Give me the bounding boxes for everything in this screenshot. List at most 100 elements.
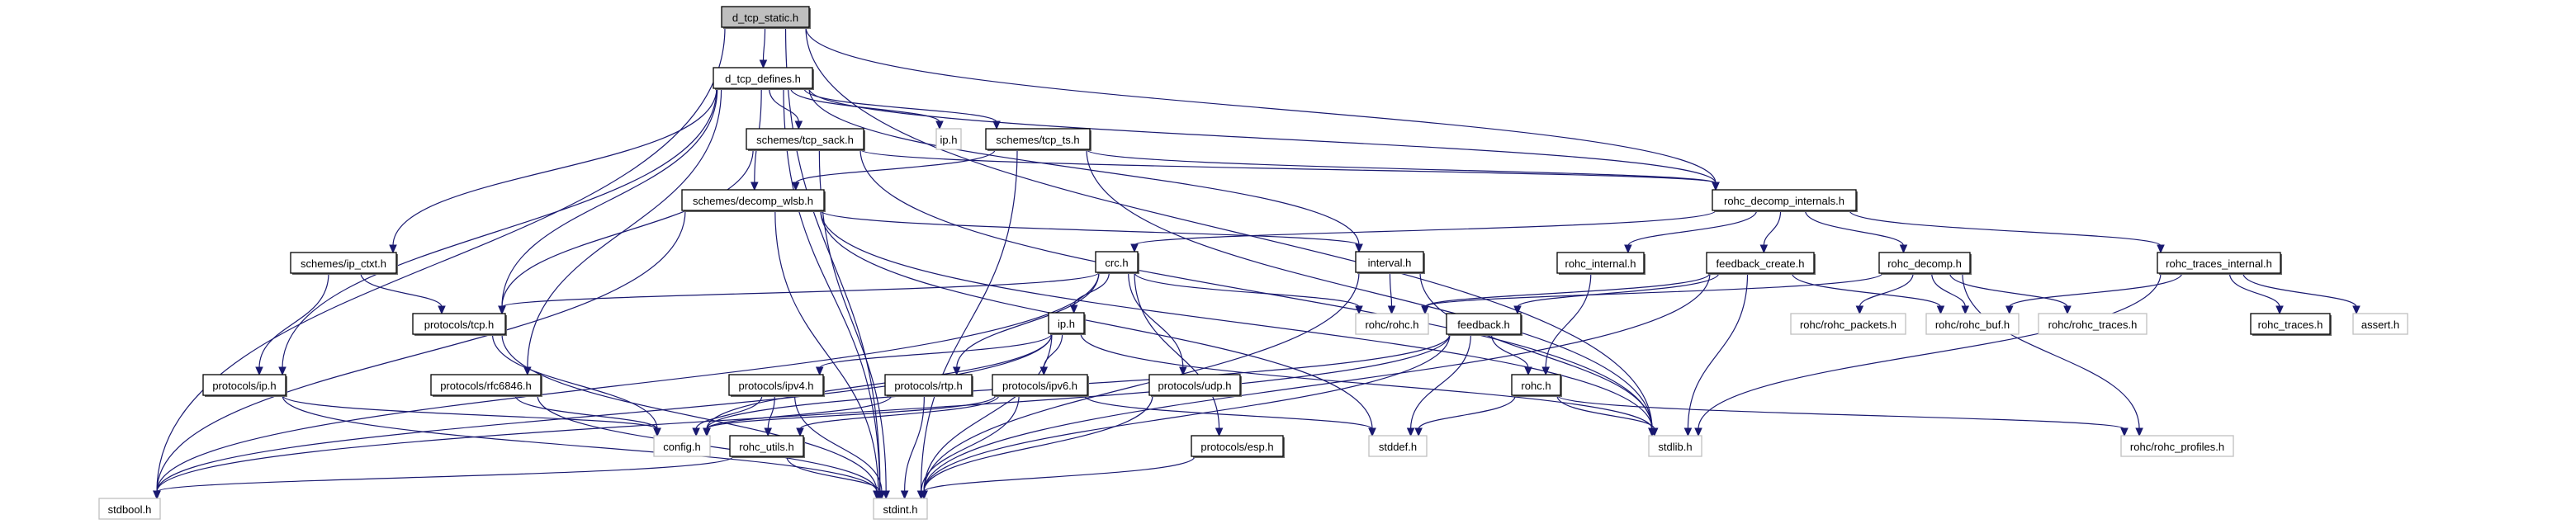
node-box: [1790, 313, 1906, 335]
node-config: config.h: [653, 435, 711, 457]
edge-feedback_create-to-feedback: [1517, 272, 1720, 308]
arrowhead-icon: [1215, 427, 1224, 437]
arrowhead-icon: [1130, 243, 1139, 253]
node-ip-h-ext: ip.h: [935, 128, 962, 150]
node-rohc-traces[interactable]: rohc_traces.h: [2250, 313, 2332, 336]
node-label: protocols/ipv6.h: [1002, 380, 1077, 392]
node-feedback-create[interactable]: feedback_create.h: [1706, 252, 1816, 275]
edge-rohc_decomp-to-rohc_profiles: [1962, 272, 2140, 430]
arrowhead-icon: [796, 427, 804, 437]
node-label: rohc_internal.h: [1565, 257, 1636, 270]
edge-d_tcp_static-to-stdint: [784, 26, 881, 493]
node-ip-ctxt[interactable]: schemes/ip_ctxt.h: [290, 252, 398, 275]
node-box: [98, 498, 161, 520]
arrowhead-icon: [692, 427, 700, 437]
edge-ipv6-to-stddef: [1083, 394, 1373, 430]
arrowhead-icon: [1541, 366, 1550, 376]
arrowhead-icon: [2063, 305, 2072, 315]
arrowhead-icon: [900, 490, 909, 500]
node-label: protocols/rfc6846.h: [440, 380, 532, 392]
node-rohc-rohc-traces: rohc/rohc_traces.h: [2038, 313, 2147, 335]
node-rohc-traces-internal[interactable]: rohc_traces_internal.h: [2157, 252, 2282, 275]
node-rtp[interactable]: protocols/rtp.h: [884, 374, 973, 397]
arrowhead-icon: [1650, 427, 1659, 437]
edge-ip_ctxt-to-protocols_ip: [258, 272, 329, 369]
arrowhead-icon: [1683, 427, 1693, 437]
edge-ip_h-to-stdlib: [1080, 333, 1653, 430]
edge-crc-to-ip_h: [1073, 271, 1110, 307]
node-ip-h[interactable]: ip.h: [1048, 312, 1086, 335]
edge-d_tcp_static-to-stdbool: [156, 26, 726, 493]
edge-rohc_h-to-rohc_profiles: [1556, 394, 2125, 430]
node-box: [681, 189, 825, 211]
node-rfc6846[interactable]: protocols/rfc6846.h: [430, 374, 542, 397]
node-protocols-ip[interactable]: protocols/ip.h: [202, 374, 287, 397]
arrowhead-icon: [2352, 305, 2361, 315]
node-label: rohc/rohc.h: [1365, 319, 1418, 331]
edge-d_tcp_defines-to-protocols_ip: [282, 87, 717, 369]
edge-rohc_decomp_internals-to-feedback_create: [1763, 210, 1782, 247]
arrowhead-icon: [935, 120, 944, 130]
edge-crc-to-esp: [1134, 271, 1220, 430]
edge-esp-to-stdint: [923, 456, 1196, 493]
edge-crc-to-udp: [1128, 271, 1184, 369]
node-box: [1648, 435, 1702, 457]
edge-rohc_decomp-to-rohc_buf: [1931, 272, 1966, 308]
node-rohc-decomp-internals[interactable]: rohc_decomp_internals.h: [1712, 189, 1858, 212]
edge-rfc6846-to-config: [514, 394, 658, 430]
edge-rohc_utils-to-stdbool: [156, 456, 734, 493]
node-udp[interactable]: protocols/udp.h: [1148, 374, 1242, 397]
edge-d_tcp_defines-to-protocols_tcp: [501, 87, 718, 308]
node-label: stdbool.h: [108, 503, 152, 516]
node-esp[interactable]: protocols/esp.h: [1191, 435, 1285, 458]
arrowhead-icon: [438, 305, 446, 315]
node-feedback[interactable]: feedback.h: [1446, 313, 1522, 336]
node-box: [2352, 313, 2408, 335]
node-interval[interactable]: interval.h: [1355, 251, 1425, 274]
arrowhead-icon: [1414, 427, 1423, 437]
node-rohc-utils[interactable]: rohc_utils.h: [729, 435, 805, 458]
arrowhead-icon: [1694, 427, 1702, 437]
node-label: assert.h: [2361, 319, 2399, 331]
node-ipv4[interactable]: protocols/ipv4.h: [728, 374, 825, 397]
edge-rohc_decomp-to-rohc_packets: [1859, 272, 1914, 308]
edge-ip_ctxt-to-protocols_tcp: [360, 272, 443, 308]
node-box: [2120, 435, 2234, 457]
arrowhead-icon: [1421, 305, 1429, 315]
node-stddef: stddef.h: [1368, 435, 1428, 457]
nodes-layer: d_tcp_static.h d_tcp_defines.h schemes/tcp…: [98, 6, 2408, 520]
node-d-tcp-defines[interactable]: d_tcp_defines.h: [713, 67, 814, 90]
node-label: interval.h: [1368, 257, 1412, 269]
node-rohc-internal[interactable]: rohc_internal.h: [1556, 252, 1646, 275]
node-tcp-sack[interactable]: schemes/tcp_sack.h: [746, 128, 865, 151]
node-label: crc.h: [1105, 257, 1128, 269]
edge-ipv4-to-stdint: [793, 394, 883, 493]
node-protocols-tcp[interactable]: protocols/tcp.h: [412, 313, 507, 336]
edge-crc-to-stdbool: [156, 271, 1100, 493]
arrowhead-icon: [1624, 244, 1632, 254]
node-box: [728, 374, 824, 396]
node-d-tcp-static[interactable]: d_tcp_static.h: [721, 6, 811, 29]
arrowhead-icon: [2157, 244, 2165, 254]
edge-tcp_ts-to-rohc_decomp_internals: [1086, 149, 1717, 184]
arrowhead-icon: [1524, 366, 1532, 376]
arrowhead-icon: [1039, 366, 1049, 376]
node-label: rohc/rohc_traces.h: [2048, 319, 2138, 331]
node-tcp-ts[interactable]: schemes/tcp_ts.h: [985, 128, 1091, 151]
node-label: rohc/rohc_buf.h: [1935, 319, 2010, 331]
edge-feedback-to-stddef: [1410, 333, 1471, 430]
node-decomp-wlsb[interactable]: schemes/decomp_wlsb.h: [681, 189, 826, 212]
edge-crc-to-rohc_rohc: [1134, 271, 1360, 308]
node-rohc-decomp[interactable]: rohc_decomp.h: [1878, 252, 1972, 275]
edge-d_tcp_defines-to-ip_ctxt: [392, 87, 717, 247]
node-rohc-h[interactable]: rohc.h: [1511, 374, 1562, 397]
edge-feedback_create-to-rohc_rohc: [1424, 272, 1711, 308]
arrowhead-icon: [1069, 304, 1078, 314]
edge-ipv6-to-rohc_utils: [799, 394, 1000, 430]
edge-tcp_ts-to-decomp_wlsb: [795, 149, 996, 184]
node-box: [653, 435, 711, 457]
node-crc[interactable]: crc.h: [1095, 251, 1139, 274]
node-label: d_tcp_static.h: [732, 12, 798, 24]
node-ipv6[interactable]: protocols/ipv6.h: [992, 374, 1089, 397]
node-box: [2250, 313, 2331, 335]
